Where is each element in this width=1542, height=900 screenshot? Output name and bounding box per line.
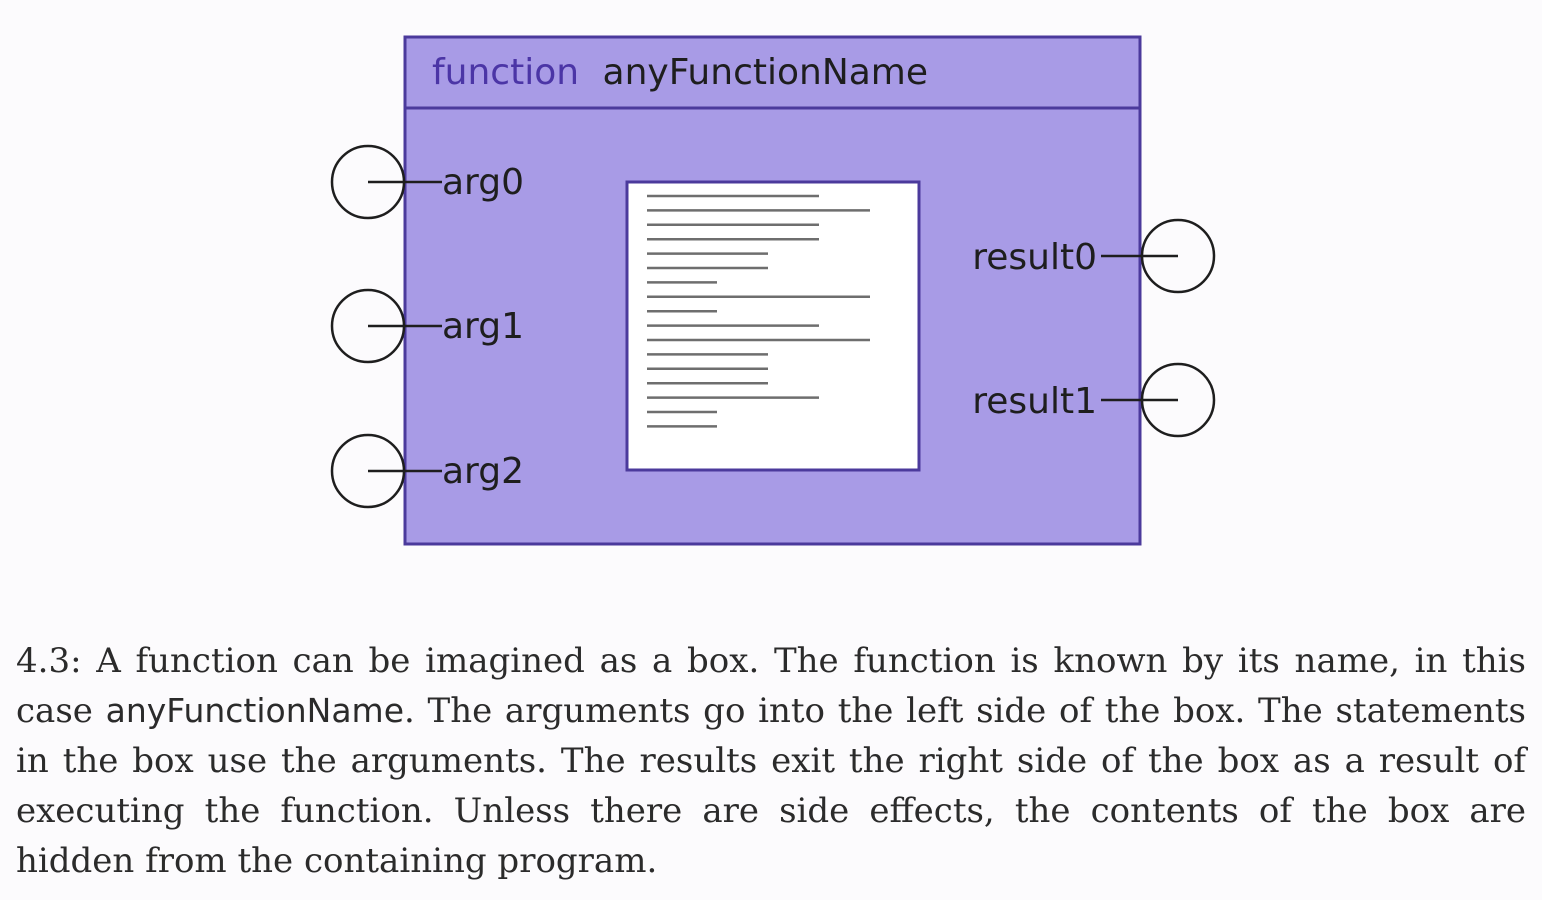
arg-port-0: arg0 <box>330 144 524 220</box>
arg-label: arg1 <box>442 306 524 347</box>
function-keyword: function <box>432 52 579 93</box>
result-port-circle <box>1140 362 1216 438</box>
caption-code: anyFunctionName <box>105 691 404 730</box>
function-box-diagram: function anyFunctionName arg0 arg1 arg2 … <box>330 35 1216 546</box>
caption-label: 4.3: A function can be imagined as a box… <box>16 641 1526 731</box>
result-label: result1 <box>972 381 1097 422</box>
arg-port-2: arg2 <box>330 433 524 509</box>
arg-port-1: arg1 <box>330 288 524 364</box>
caption-text: . The arguments go into the left side of… <box>16 691 1526 881</box>
arg-label: arg2 <box>442 451 524 492</box>
statement-lines <box>647 194 870 428</box>
result-port-0: result0 <box>972 218 1216 294</box>
figure-caption: 4.3: A function can be imagined as a box… <box>16 636 1526 886</box>
function-header: function anyFunctionName <box>432 52 928 93</box>
result-label: result0 <box>972 237 1097 278</box>
function-name: anyFunctionName <box>603 52 929 93</box>
result-port-circle <box>1140 218 1216 294</box>
result-port-1: result1 <box>972 362 1216 438</box>
arg-label: arg0 <box>442 162 524 203</box>
